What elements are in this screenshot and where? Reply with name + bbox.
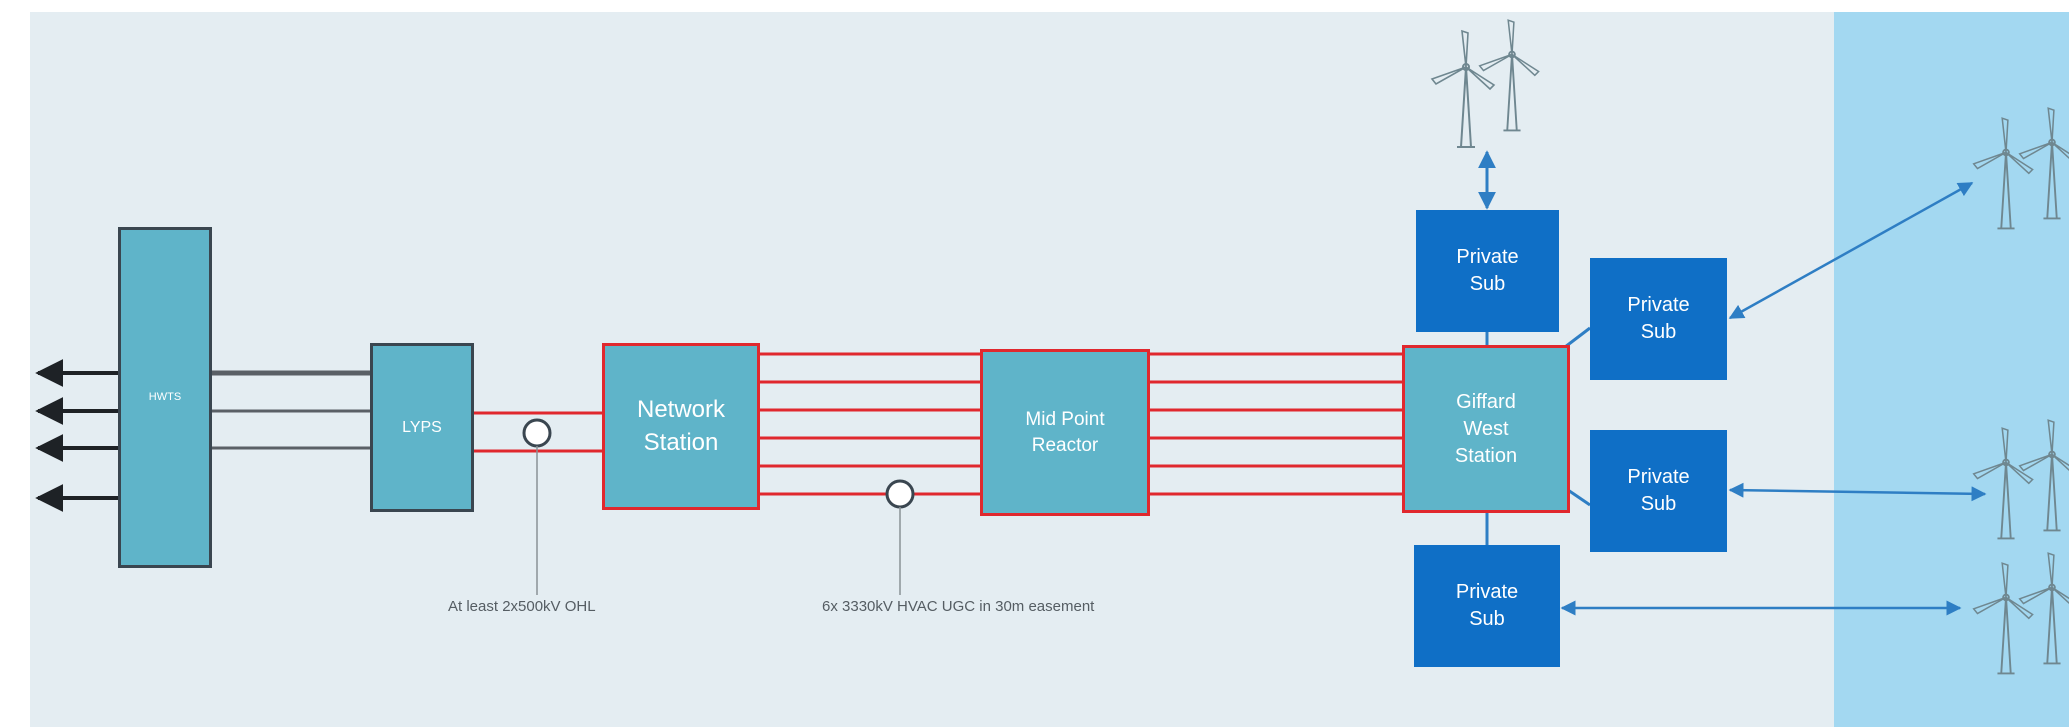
link-line [1564, 326, 1591, 349]
mid-point-reactor-node: Mid Point Reactor [980, 349, 1150, 516]
ohl-annotation: At least 2x500kV OHL [448, 598, 596, 615]
private-sub-right-lower-node: Private Sub [1590, 430, 1727, 552]
cable-marker-icon [522, 418, 552, 448]
private-sub-top-node: Private Sub [1416, 210, 1559, 332]
network-station-node: Network Station [602, 343, 760, 510]
cable-marker-icon [885, 479, 915, 509]
giffard-west-station-node: Giffard West Station [1402, 345, 1570, 513]
hvac-ugc-bundle-west [758, 352, 982, 496]
private-sub-bottom-node: Private Sub [1414, 545, 1560, 667]
lyps-node: LYPS [370, 343, 474, 512]
hvac-ugc-bundle-east [1148, 352, 1404, 496]
wind-link-arrow [1728, 181, 1974, 320]
sea-area [1834, 12, 2069, 727]
private-sub-right-upper-node: Private Sub [1590, 258, 1727, 380]
wind-link-arrow [1728, 482, 1987, 502]
ugc-annotation: 6x 3330kV HVAC UGC in 30m easement [822, 598, 1095, 615]
hwts-node: HWTS [118, 227, 212, 568]
